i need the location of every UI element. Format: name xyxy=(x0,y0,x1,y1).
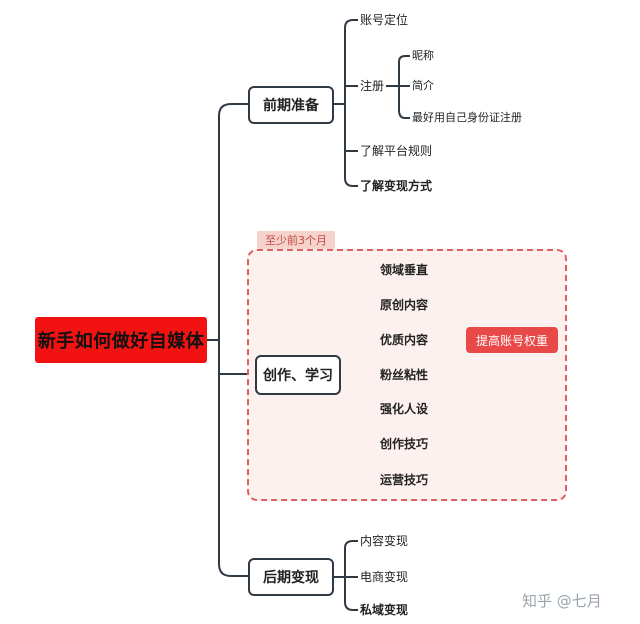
leaf-quality-content: 优质内容 xyxy=(380,333,429,347)
leaf-id-register: 最好用自己身份证注册 xyxy=(412,111,522,124)
root-node: 新手如何做好自媒体 xyxy=(35,317,207,363)
leaf-intro: 简介 xyxy=(412,79,434,92)
leaf-operation-skills: 运营技巧 xyxy=(380,473,429,487)
leaf-account-positioning: 账号定位 xyxy=(360,13,409,27)
leaf-content-monetization: 内容变现 xyxy=(360,534,409,548)
leaf-persona: 强化人设 xyxy=(380,402,429,416)
leaf-platform-rules: 了解平台规则 xyxy=(360,144,433,158)
leaf-original-content: 原创内容 xyxy=(380,298,429,312)
branch-monetization: 后期变现 xyxy=(248,558,334,596)
watermark: 知乎 @七月 xyxy=(522,592,602,610)
leaf-vertical-niche: 领域垂直 xyxy=(380,263,429,277)
leaf-nickname: 昵称 xyxy=(412,49,434,62)
leaf-creation-skills: 创作技巧 xyxy=(380,437,429,451)
branch-preparation: 前期准备 xyxy=(248,86,334,124)
leaf-private-domain-monetization: 私域变现 xyxy=(360,603,409,617)
leaf-monetization-methods: 了解变现方式 xyxy=(360,179,433,193)
leaf-fan-stickiness: 粉丝粘性 xyxy=(380,368,429,382)
branch-creation-learning: 创作、学习 xyxy=(255,355,341,395)
summary-badge: 提高账号权重 xyxy=(466,327,558,353)
leaf-register: 注册 xyxy=(360,79,385,93)
duration-tag: 至少前3个月 xyxy=(257,231,335,249)
leaf-ecommerce-monetization: 电商变现 xyxy=(360,570,409,584)
